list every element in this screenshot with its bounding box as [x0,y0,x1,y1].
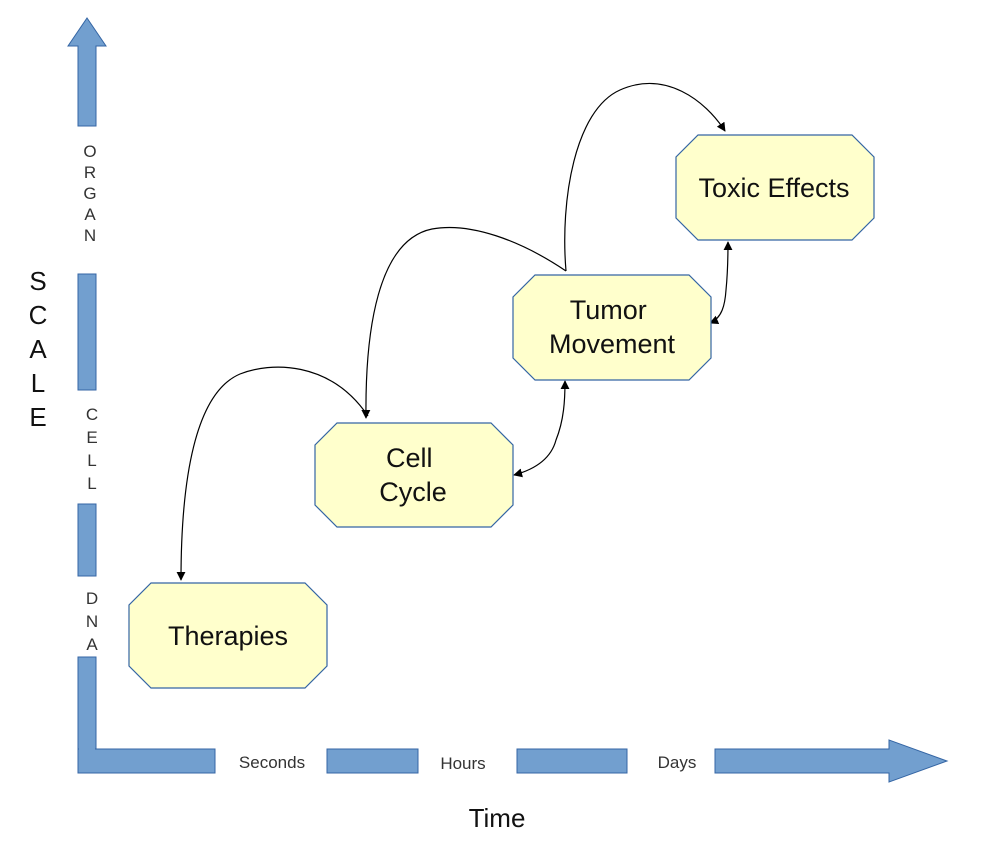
node-toxic-effects-label: Toxic Effects [698,173,849,203]
node-tumor-movement-line1: Tumor [570,295,647,325]
connectors [176,83,733,581]
time-axis-arrow [714,739,949,783]
time-axis-bar-start [77,748,216,774]
connector-cellcycle-to-therapies [176,366,369,581]
scale-axis-bar-bottom [77,656,97,752]
node-cell-cycle-line2: Cycle [379,477,447,507]
time-axis: Seconds Hours Days Time [77,739,949,833]
scale-axis-bar-organ-cell [77,273,97,391]
time-axis-bar-hours-days [516,748,628,774]
time-level-seconds: Seconds [239,753,305,772]
time-axis-title: Time [469,803,526,833]
node-toxic-effects: Toxic Effects [675,134,875,241]
connector-tumor-to-toxic [564,83,726,272]
node-cell-cycle: Cell Cycle [314,422,514,528]
node-toxic-effects-shape [675,134,875,241]
node-therapies-shape [128,582,328,689]
node-tumor-movement-line2: Movement [549,329,676,359]
node-tumor-movement-label: Tumor Movement [549,295,676,359]
node-tumor-movement-shape [512,274,712,381]
time-axis-bar-seconds-hours [326,748,419,774]
node-tumor-movement: Tumor Movement [512,274,712,381]
time-level-hours: Hours [440,754,485,773]
connector-tumor-to-cellcycle [361,226,567,419]
connector-cellcycle-tumor [513,380,570,478]
connector-tumor-toxic [709,241,733,325]
node-cell-cycle-line1: Cell [386,443,433,473]
node-cell-cycle-shape [314,422,514,528]
scale-axis-arrow [67,17,107,127]
scale-axis-bar-cell-dna [77,503,97,577]
time-level-days: Days [658,753,697,772]
node-therapies: Therapies [128,582,328,689]
node-cell-cycle-label: Cell Cycle [379,443,447,507]
node-therapies-label: Therapies [168,621,288,651]
